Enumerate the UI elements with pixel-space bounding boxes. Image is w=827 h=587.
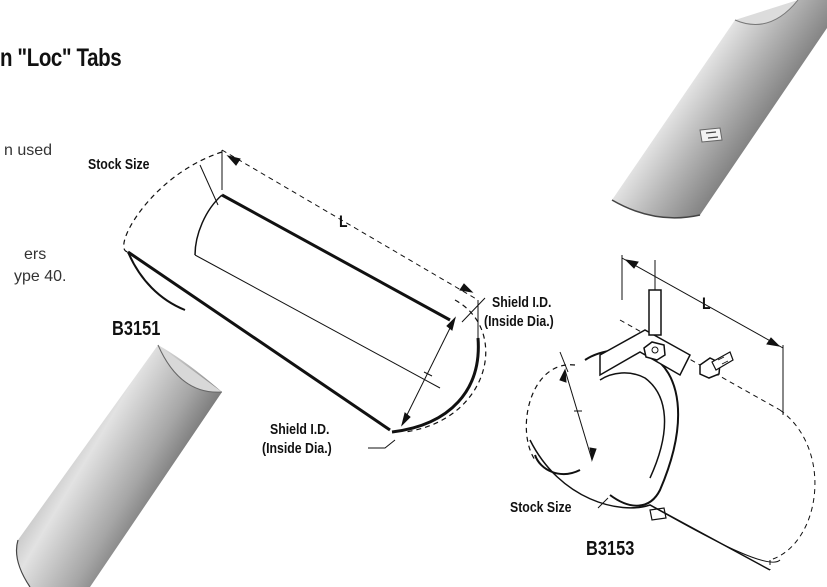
body-text-line-3: ype 40.: [14, 268, 67, 285]
b3151-model-label: B3151: [112, 318, 161, 340]
shield-photo-top-right: [611, 0, 827, 219]
b3151-length-label: L: [339, 212, 348, 231]
page-title: n "Loc" Tabs: [0, 44, 122, 72]
b3151-shield-id-label-line2: (Inside Dia.): [262, 440, 332, 457]
b3151-shield-id-label-right-line1: Shield I.D.: [492, 294, 552, 311]
b3153-model-label: B3153: [586, 538, 635, 560]
body-text-line-1: n used: [4, 142, 53, 159]
b3153-length-label: L: [702, 294, 711, 313]
b3153-drawing: [525, 255, 816, 571]
b3151-drawing: [123, 149, 487, 449]
b3151-shield-id-label-line1: Shield I.D.: [270, 421, 330, 438]
b3151-stock-size-label: Stock Size: [88, 156, 150, 173]
body-text-line-2: ers: [24, 246, 47, 263]
b3151-shield-id-label-right-line2: (Inside Dia.): [484, 313, 554, 330]
b3153-stock-size-label: Stock Size: [510, 499, 572, 516]
shield-photo-bottom-left: [15, 344, 223, 587]
